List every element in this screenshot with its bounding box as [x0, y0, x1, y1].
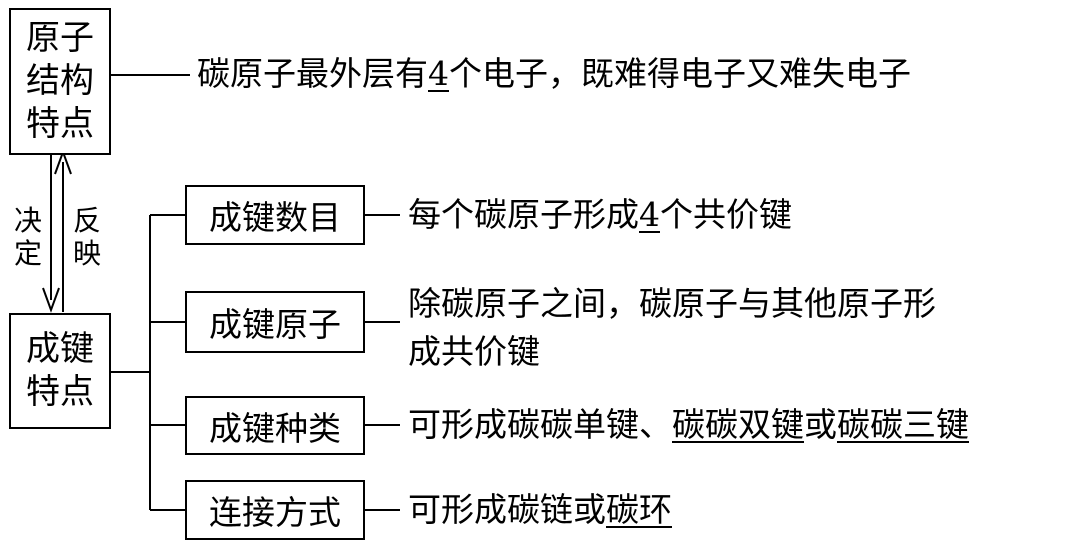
structure-box: 原子 结构 特点	[9, 8, 111, 155]
determine-label: 决 定	[13, 204, 42, 270]
item-box-bond-types: 成键种类	[185, 396, 365, 455]
double-bond-answer: 碳碳双键	[672, 405, 804, 444]
bond-count-number: 4	[639, 195, 660, 234]
bond-types-description: 可形成碳碳单键、碳碳双键或碳碳三键	[408, 405, 969, 444]
structure-box-line3: 特点	[26, 104, 94, 144]
connection-description: 可形成碳链或碳环	[408, 490, 672, 529]
bond-box: 成键 特点	[9, 313, 111, 429]
electron-count: 4	[428, 54, 449, 93]
reflect-label: 反 映	[72, 204, 101, 270]
item-box-bond-atoms: 成键原子	[185, 291, 365, 353]
bond-atoms-description: 除碳原子之间，碳原子与其他原子形 成共价键	[408, 284, 936, 371]
bond-count-description: 每个碳原子形成4个共价键	[408, 195, 792, 234]
item-box-connection: 连接方式	[185, 480, 365, 540]
structure-box-line2: 结构	[26, 61, 94, 101]
carbon-ring-answer: 碳环	[606, 490, 672, 529]
structure-box-line1: 原子	[26, 18, 94, 58]
bond-box-line1: 成键	[26, 329, 94, 369]
triple-bond-answer: 碳碳三键	[837, 405, 969, 444]
item-box-bond-count: 成键数目	[185, 185, 365, 245]
bond-box-line2: 特点	[26, 372, 94, 412]
structure-description: 碳原子最外层有4个电子，既难得电子又难失电子	[197, 54, 911, 93]
